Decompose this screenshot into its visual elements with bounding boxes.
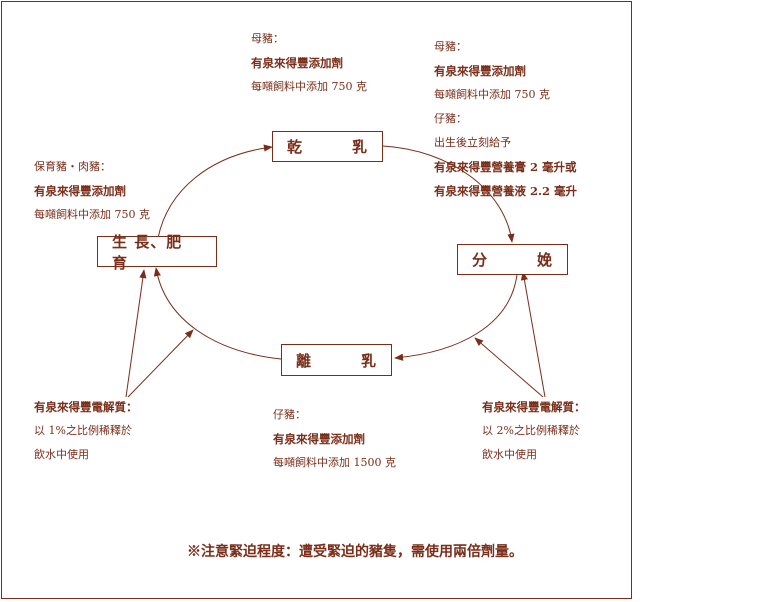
note-electrolyte-right-use: 飲水中使用 <box>482 448 537 461</box>
note-farrowing-piglet-product2: 有泉來得豐營養液 2.2 毫升 <box>434 184 578 198</box>
note-growing: 保育豬‧肉豬： 有泉來得豐添加劑 每噸飼料中添加 750 克 <box>34 155 150 227</box>
note-farrowing-piglet-action: 出生後立刻給予 <box>434 136 511 149</box>
stage-nursing-char2: 乳 <box>351 138 368 156</box>
note-electrolyte-left-use: 飲水中使用 <box>34 448 89 461</box>
stage-nursing-char1: 乾 <box>287 138 304 156</box>
note-weaning-product: 有泉來得豐添加劑 <box>273 432 365 446</box>
arrow-nursing-to-farrowing <box>382 145 515 243</box>
note-growing-product: 有泉來得豐添加劑 <box>34 184 126 198</box>
note-sow-nursing: 母豬： 有泉來得豐添加劑 每噸飼料中添加 750 克 <box>251 27 367 99</box>
stage-farrowing-char2: 娩 <box>536 251 553 269</box>
note-farrowing-piglet-who: 仔豬： <box>434 112 467 125</box>
arrow-electrolyte-right-2 <box>474 337 544 398</box>
note-farrowing-product: 有泉來得豐添加劑 <box>434 64 526 78</box>
stage-farrowing-char1: 分 <box>472 251 489 269</box>
arrow-farrowing-to-weaning <box>394 274 518 361</box>
stage-weaning: 離 乳 <box>281 344 392 376</box>
note-electrolyte-right: 有泉來得豐電解質： 以 2%之比例稀釋於 飲水中使用 <box>482 395 586 467</box>
note-sow-nursing-dose: 每噸飼料中添加 750 克 <box>251 80 367 93</box>
stage-weaning-char1: 離 <box>296 351 313 370</box>
stage-nursing: 乾 乳 <box>272 131 383 162</box>
stage-farrowing: 分 娩 <box>457 244 568 275</box>
arrow-weaning-to-growing <box>153 267 282 360</box>
stage-weaning-char2: 乳 <box>360 351 377 370</box>
note-farrowing-who: 母豬： <box>434 40 467 53</box>
note-electrolyte-left: 有泉來得豐電解質： 以 1%之比例稀釋於 飲水中使用 <box>34 395 138 467</box>
arrow-electrolyte-left-2 <box>127 329 194 398</box>
note-electrolyte-right-product: 有泉來得豐電解質： <box>482 400 586 414</box>
note-electrolyte-left-product: 有泉來得豐電解質： <box>34 400 138 414</box>
note-sow-nursing-product: 有泉來得豐添加劑 <box>251 56 343 70</box>
arrow-electrolyte-right-1 <box>520 271 546 398</box>
arrow-growing-to-nursing <box>157 144 273 239</box>
note-sow-nursing-who: 母豬： <box>251 32 284 45</box>
note-electrolyte-left-ratio: 以 1%之比例稀釋於 <box>34 424 132 437</box>
note-weaning: 仔豬： 有泉來得豐添加劑 每噸飼料中添加 1500 克 <box>273 403 396 475</box>
note-growing-dose: 每噸飼料中添加 750 克 <box>34 208 150 221</box>
dosage-warning: ※注意緊迫程度：遭受緊迫的豬隻，需使用兩倍劑量。 <box>187 544 523 560</box>
arrow-electrolyte-left-1 <box>125 269 147 398</box>
note-growing-who: 保育豬‧肉豬： <box>34 160 111 173</box>
note-farrowing-piglet-product1: 有泉來得豐營養膏 2 毫升或 <box>434 160 577 174</box>
note-farrowing-dose: 每噸飼料中添加 750 克 <box>434 88 550 101</box>
diagram-frame <box>1 1 632 599</box>
stage-growing: 生 長、肥 育 <box>97 233 217 272</box>
note-weaning-who: 仔豬： <box>273 408 306 421</box>
note-weaning-dose: 每噸飼料中添加 1500 克 <box>273 456 396 469</box>
note-electrolyte-right-ratio: 以 2%之比例稀釋於 <box>482 424 580 437</box>
stage-growing-label: 生 長、肥 育 <box>112 232 183 272</box>
note-farrowing: 母豬： 有泉來得豐添加劑 每噸飼料中添加 750 克 仔豬： 出生後立刻給予 有… <box>434 35 577 203</box>
